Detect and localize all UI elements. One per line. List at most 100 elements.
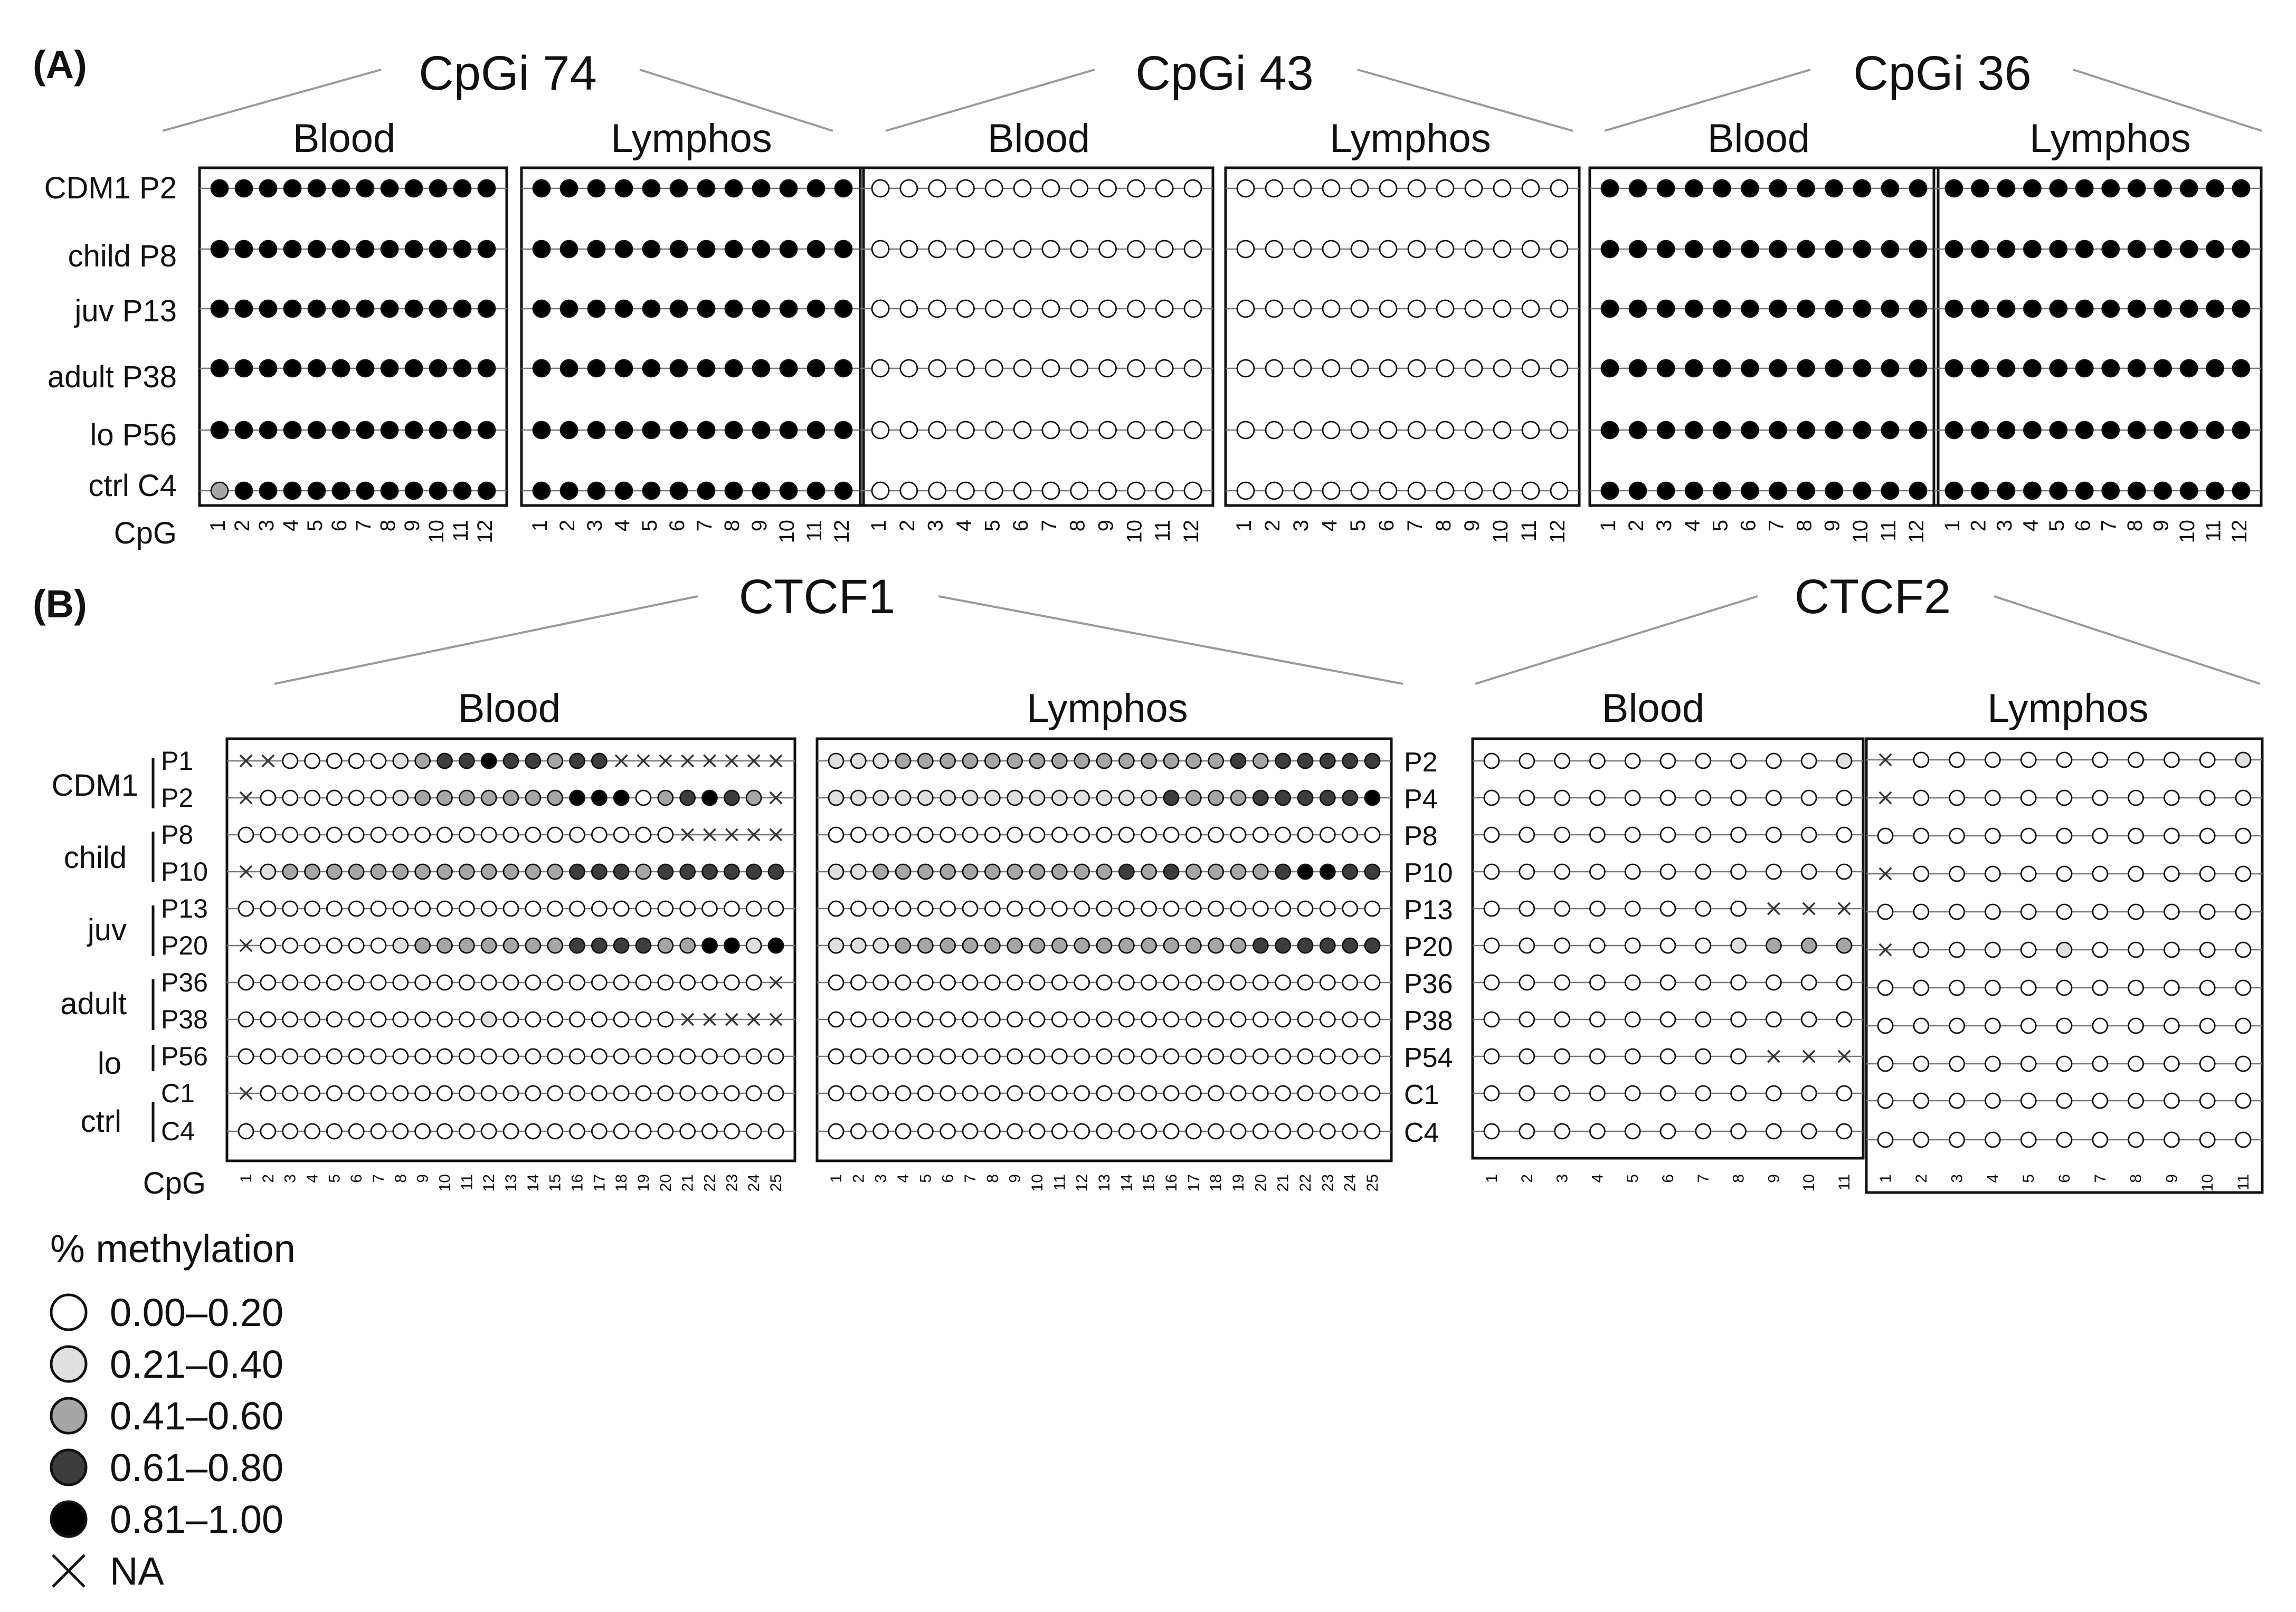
methylation-dot xyxy=(1624,900,1641,917)
methylation-dot xyxy=(1659,789,1676,806)
cpg-tick-label: 8 xyxy=(1432,520,1455,531)
methylation-dot xyxy=(1070,359,1089,378)
methylation-dot xyxy=(1118,1123,1135,1140)
cpg-tick-label: 6 xyxy=(328,520,351,531)
methylation-dot xyxy=(259,481,278,500)
cpg-tick-label: 3 xyxy=(583,520,606,531)
methylation-dot xyxy=(502,1048,519,1065)
methylation-dot xyxy=(899,240,918,259)
methylation-dot xyxy=(234,359,253,378)
methylation-dot xyxy=(895,863,912,880)
methylation-dot xyxy=(348,1085,365,1102)
methylation-dot xyxy=(635,789,652,806)
methylation-dot xyxy=(331,481,350,500)
methylation-dot xyxy=(701,1048,718,1065)
cpg-tick-label: 3 xyxy=(1993,520,2016,531)
methylation-dot xyxy=(1074,1011,1090,1028)
methylation-dot xyxy=(1624,1085,1641,1102)
methylation-dot xyxy=(917,789,934,806)
methylation-dot xyxy=(1659,752,1676,769)
methylation-dot xyxy=(1275,1048,1292,1065)
methylation-dot xyxy=(282,789,299,806)
methylation-dot xyxy=(1836,789,1853,806)
methylation-dot xyxy=(1949,979,1966,996)
methylation-dot xyxy=(962,789,979,806)
methylation-dot xyxy=(414,752,431,769)
methylation-dot xyxy=(1550,299,1569,318)
methylation-dot xyxy=(1554,900,1571,917)
methylation-dot xyxy=(1436,359,1455,378)
methylation-dot xyxy=(1656,240,1675,259)
methylation-dot xyxy=(1118,826,1135,843)
methylation-dot xyxy=(283,421,302,440)
methylation-dot xyxy=(259,179,278,198)
methylation-dot xyxy=(1163,752,1180,769)
methylation-dot xyxy=(1126,359,1145,378)
methylation-dot xyxy=(2049,240,2068,259)
methylation-dot xyxy=(1853,179,1872,198)
methylation-dot xyxy=(642,179,661,198)
methylation-dot xyxy=(1836,863,1853,880)
methylation-dot xyxy=(1051,937,1068,954)
panel-a-cpg-label: CpG xyxy=(114,516,177,550)
na-mark xyxy=(703,1013,716,1026)
methylation-dot xyxy=(437,900,453,917)
methylation-dot xyxy=(1493,481,1512,500)
na-mark xyxy=(239,1086,253,1100)
methylation-dot xyxy=(917,1123,934,1140)
methylation-dot xyxy=(1800,863,1817,880)
methylation-dot xyxy=(2232,179,2251,198)
methylation-dot xyxy=(1297,826,1314,843)
methylation-dot xyxy=(1236,179,1255,198)
cpg-tick-label: 8 xyxy=(2123,520,2147,531)
methylation-dot xyxy=(547,900,564,917)
methylation-dot xyxy=(1074,1048,1090,1065)
methylation-dot xyxy=(940,1085,956,1102)
methylation-dot xyxy=(414,863,431,880)
legend-item: NA xyxy=(52,1549,164,1593)
methylation-dot xyxy=(2056,1055,2073,1072)
methylation-dot xyxy=(1029,826,1046,843)
methylation-dot xyxy=(723,1123,740,1140)
methylation-dot xyxy=(331,240,350,259)
methylation-dot xyxy=(1029,789,1046,806)
sample-label: C4 xyxy=(161,1117,195,1146)
cpg-tick-label: 12 xyxy=(1905,520,1928,543)
methylation-dot xyxy=(2153,299,2172,318)
na-mark xyxy=(239,865,253,879)
methylation-dot xyxy=(614,299,633,318)
methylation-dot xyxy=(307,359,326,378)
methylation-dot xyxy=(807,359,826,378)
methylation-dot xyxy=(2235,751,2252,768)
methylation-dot xyxy=(1407,421,1426,440)
methylation-dot xyxy=(1712,421,1731,440)
methylation-dot xyxy=(1096,1011,1113,1028)
methylation-dot xyxy=(871,179,890,198)
panel-b-group-titles: CTCF1 CTCF2 xyxy=(739,570,1951,624)
methylation-dot xyxy=(2049,481,2068,500)
cpg-tick-label: 3 xyxy=(1289,520,1313,531)
methylation-dot xyxy=(1230,752,1247,769)
methylation-dot xyxy=(1436,179,1455,198)
methylation-dot xyxy=(1695,937,1712,954)
methylation-dot xyxy=(502,1011,519,1028)
methylation-dot xyxy=(1695,826,1712,843)
methylation-dot xyxy=(547,974,564,991)
cpg-tick-label: 18 xyxy=(1208,1174,1225,1191)
cpg-tick-label: 2 xyxy=(1625,520,1648,531)
methylation-dot xyxy=(1589,974,1606,991)
group-name: child xyxy=(64,841,127,875)
methylation-dot xyxy=(1007,789,1023,806)
cpg-tick-label: 11 xyxy=(1151,520,1174,542)
methylation-dot xyxy=(1550,240,1569,259)
methylation-dot xyxy=(657,900,674,917)
methylation-dot xyxy=(956,179,975,198)
methylation-dot xyxy=(1483,789,1500,806)
methylation-dot xyxy=(1163,1085,1180,1102)
methylation-dot xyxy=(1944,481,1963,500)
methylation-dot xyxy=(437,1085,453,1102)
methylation-dot xyxy=(1029,863,1046,880)
methylation-dot xyxy=(1297,1048,1314,1065)
methylation-dot xyxy=(1684,240,1703,259)
methylation-dot xyxy=(1949,1055,1966,1072)
